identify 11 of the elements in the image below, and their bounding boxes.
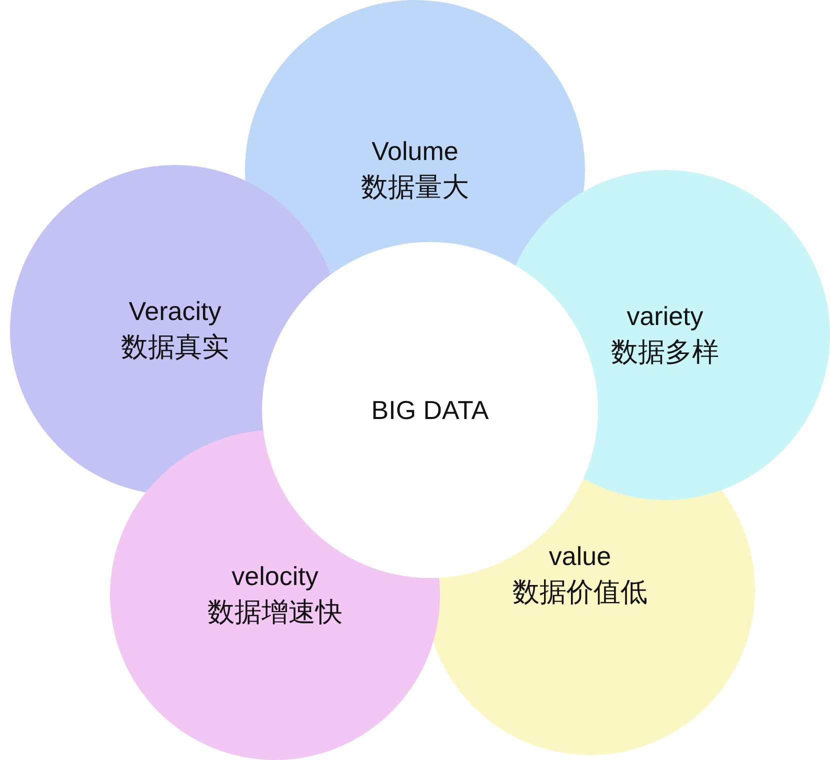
circle-title: Veracity [128, 295, 222, 328]
circle-title: velocity [232, 560, 318, 593]
circle-subtitle: 数据真实 [121, 331, 229, 365]
circle-title: variety [626, 300, 704, 333]
circle-subtitle: 数据增速快 [208, 596, 342, 630]
circle-subtitle: 数据多样 [611, 336, 719, 370]
circle-title: BIG DATA [371, 394, 489, 427]
circle-title: value [548, 540, 612, 573]
circle-title: Volume [372, 135, 458, 168]
circle-subtitle: 数据价值低 [512, 576, 648, 610]
circle-subtitle: 数据量大 [361, 171, 469, 205]
